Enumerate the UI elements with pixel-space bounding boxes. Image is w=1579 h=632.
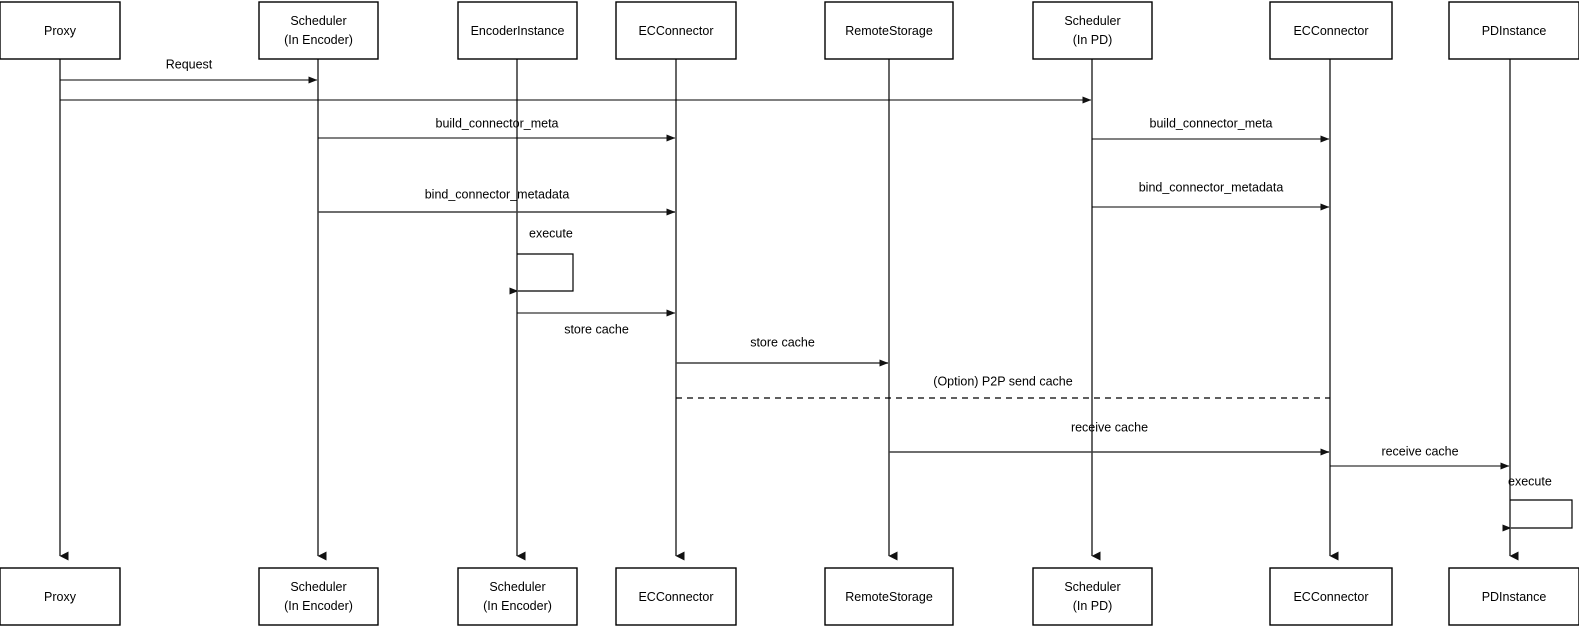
participant-bottom-rect-encoder_instance (457, 567, 578, 626)
self-message-path-s1 (509, 253, 574, 295)
participant-top-rect-proxy (0, 1, 121, 60)
participant-top-rect-encoder_instance (457, 1, 578, 60)
participant-top-ec_connector_right[interactable]: ECConnector (1269, 1, 1393, 60)
participant-top-pd_instance[interactable]: PDInstance (1448, 1, 1579, 60)
participant-bottom-label-ec_connector_right: ECConnector (1293, 590, 1368, 604)
message-label-m11: receive cache (1381, 444, 1458, 458)
participant-bottom-label-encoder_instance-line2: (In Encoder) (483, 599, 552, 613)
participant-bottom-label-proxy: Proxy (44, 590, 77, 604)
self-message-s2[interactable]: execute (1502, 474, 1573, 532)
message-label-m3: build_connector_meta (436, 116, 559, 130)
participant-top-label-proxy: Proxy (44, 24, 77, 38)
participant-bottom-rect-pd_instance (1448, 567, 1579, 626)
message-m9[interactable]: (Option) P2P send cache (676, 374, 1330, 399)
self-message-label-s1: execute (529, 226, 573, 240)
participant-top-rect-ec_connector_left (615, 1, 737, 60)
participant-top-label-encoder_instance: EncoderInstance (471, 24, 565, 38)
message-label-m9: (Option) P2P send cache (933, 374, 1072, 388)
participant-top-rect-ec_connector_right (1269, 1, 1393, 60)
participant-bottom-label-sched_enc-line1: Scheduler (290, 580, 346, 594)
participant-top-label-ec_connector_left: ECConnector (638, 24, 713, 38)
message-label-m4: build_connector_meta (1150, 116, 1273, 130)
participant-top-sched_enc[interactable]: Scheduler (In Encoder) (258, 1, 379, 60)
participant-bottom-ec_connector_left[interactable]: ECConnector (615, 567, 737, 626)
participant-top-label-sched_pd-line2: (In PD) (1073, 33, 1113, 47)
participant-bottom-label-sched_pd-line2: (In PD) (1073, 599, 1113, 613)
participant-bottom-encoder_instance[interactable]: Scheduler (In Encoder) (457, 567, 578, 626)
participant-bottom-label-ec_connector_left: ECConnector (638, 590, 713, 604)
participant-top-label-remote_storage: RemoteStorage (845, 24, 933, 38)
participant-bottom-rect-ec_connector_right (1269, 567, 1393, 626)
bottom-participant-boxes: Proxy Scheduler (In Encoder) Scheduler (In E… (0, 567, 1579, 626)
participant-bottom-label-pd_instance: PDInstance (1482, 590, 1547, 604)
participant-bottom-pd_instance[interactable]: PDInstance (1448, 567, 1579, 626)
participant-top-label-pd_instance: PDInstance (1482, 24, 1547, 38)
participant-top-label-sched_enc-line2: (In Encoder) (284, 33, 353, 47)
message-label-m7: store cache (564, 322, 629, 336)
participant-bottom-rect-proxy (0, 567, 121, 626)
participant-bottom-rect-ec_connector_left (615, 567, 737, 626)
message-label-m8: store cache (750, 335, 815, 349)
message-m10[interactable]: receive cache (889, 420, 1330, 456)
participant-bottom-rect-remote_storage (824, 567, 954, 626)
participant-top-rect-remote_storage (824, 1, 954, 60)
participant-top-rect-pd_instance (1448, 1, 1579, 60)
participant-bottom-rect-sched_pd (1032, 567, 1153, 626)
participant-top-label-sched_pd-line1: Scheduler (1064, 14, 1120, 28)
participant-top-proxy[interactable]: Proxy (0, 1, 121, 60)
self-message-label-s2: execute (1508, 474, 1552, 488)
participant-bottom-label-sched_pd-line1: Scheduler (1064, 580, 1120, 594)
message-m7[interactable]: store cache (517, 309, 676, 336)
participant-bottom-label-encoder_instance-line1: Scheduler (489, 580, 545, 594)
self-message-path-s2 (1502, 499, 1573, 532)
participant-bottom-sched_enc[interactable]: Scheduler (In Encoder) (258, 567, 379, 626)
participant-bottom-label-sched_enc-line2: (In Encoder) (284, 599, 353, 613)
participant-top-label-sched_enc-line1: Scheduler (290, 14, 346, 28)
participant-bottom-remote_storage[interactable]: RemoteStorage (824, 567, 954, 626)
participant-top-rect-sched_enc (258, 1, 379, 60)
self-messages-group: execute execute (509, 226, 1573, 532)
message-label-m5: bind_connector_metadata (425, 187, 570, 201)
message-m5[interactable]: bind_connector_metadata (318, 187, 676, 216)
message-m3[interactable]: build_connector_meta (318, 116, 676, 142)
message-m4[interactable]: build_connector_meta (1092, 116, 1330, 143)
message-m1[interactable]: Request (60, 57, 318, 84)
participant-bottom-sched_pd[interactable]: Scheduler (In PD) (1032, 567, 1153, 626)
participant-top-encoder_instance[interactable]: EncoderInstance (457, 1, 578, 60)
participant-top-label-ec_connector_right: ECConnector (1293, 24, 1368, 38)
message-label-m1: Request (166, 57, 213, 71)
message-m11[interactable]: receive cache (1330, 444, 1510, 470)
participant-top-rect-sched_pd (1032, 1, 1153, 60)
messages-group: Request build_connector_meta build_connect… (60, 57, 1510, 470)
message-m8[interactable]: store cache (676, 335, 889, 367)
participant-top-sched_pd[interactable]: Scheduler (In PD) (1032, 1, 1153, 60)
message-m6[interactable]: bind_connector_metadata (1092, 180, 1330, 211)
lifeline-lines-group (59, 59, 1519, 561)
participant-top-ec_connector_left[interactable]: ECConnector (615, 1, 737, 60)
participant-top-remote_storage[interactable]: RemoteStorage (824, 1, 954, 60)
participant-bottom-rect-sched_enc (258, 567, 379, 626)
self-message-s1[interactable]: execute (509, 226, 574, 295)
participant-bottom-proxy[interactable]: Proxy (0, 567, 121, 626)
participant-bottom-label-remote_storage: RemoteStorage (845, 590, 933, 604)
message-label-m10: receive cache (1071, 420, 1148, 434)
participant-bottom-ec_connector_right[interactable]: ECConnector (1269, 567, 1393, 626)
top-participant-boxes: Proxy Scheduler (In Encoder) EncoderInstanc… (0, 1, 1579, 60)
message-label-m6: bind_connector_metadata (1139, 180, 1284, 194)
